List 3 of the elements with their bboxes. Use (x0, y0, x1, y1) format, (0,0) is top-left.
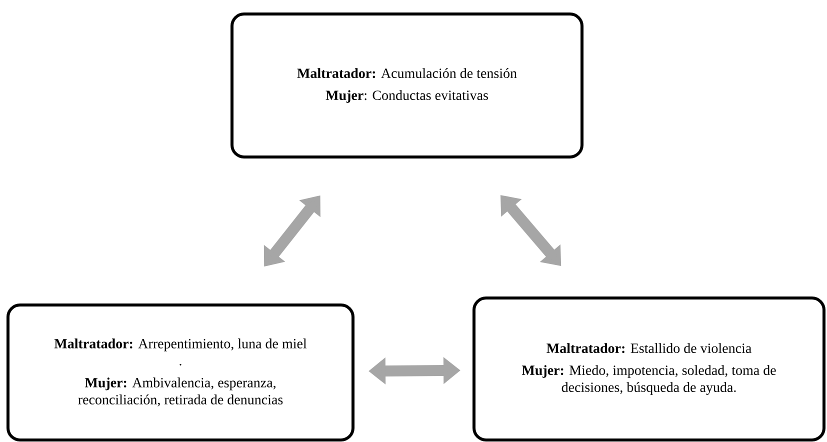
process-box: Maltratador: Estallido de violencia Mujer: Miedo, impotencia, soledad, toma de decisiones, búsqueda de ayuda. (472, 296, 826, 442)
process-box: Maltratador: Acumulación de tensión Mujer: Conductas evitativas (230, 12, 584, 158)
process-box: Maltratador: Arrepentimiento, luna de miel . Mujer: Ambivalencia, esperanza, reconciliación, retirada de denuncias (6, 304, 354, 442)
